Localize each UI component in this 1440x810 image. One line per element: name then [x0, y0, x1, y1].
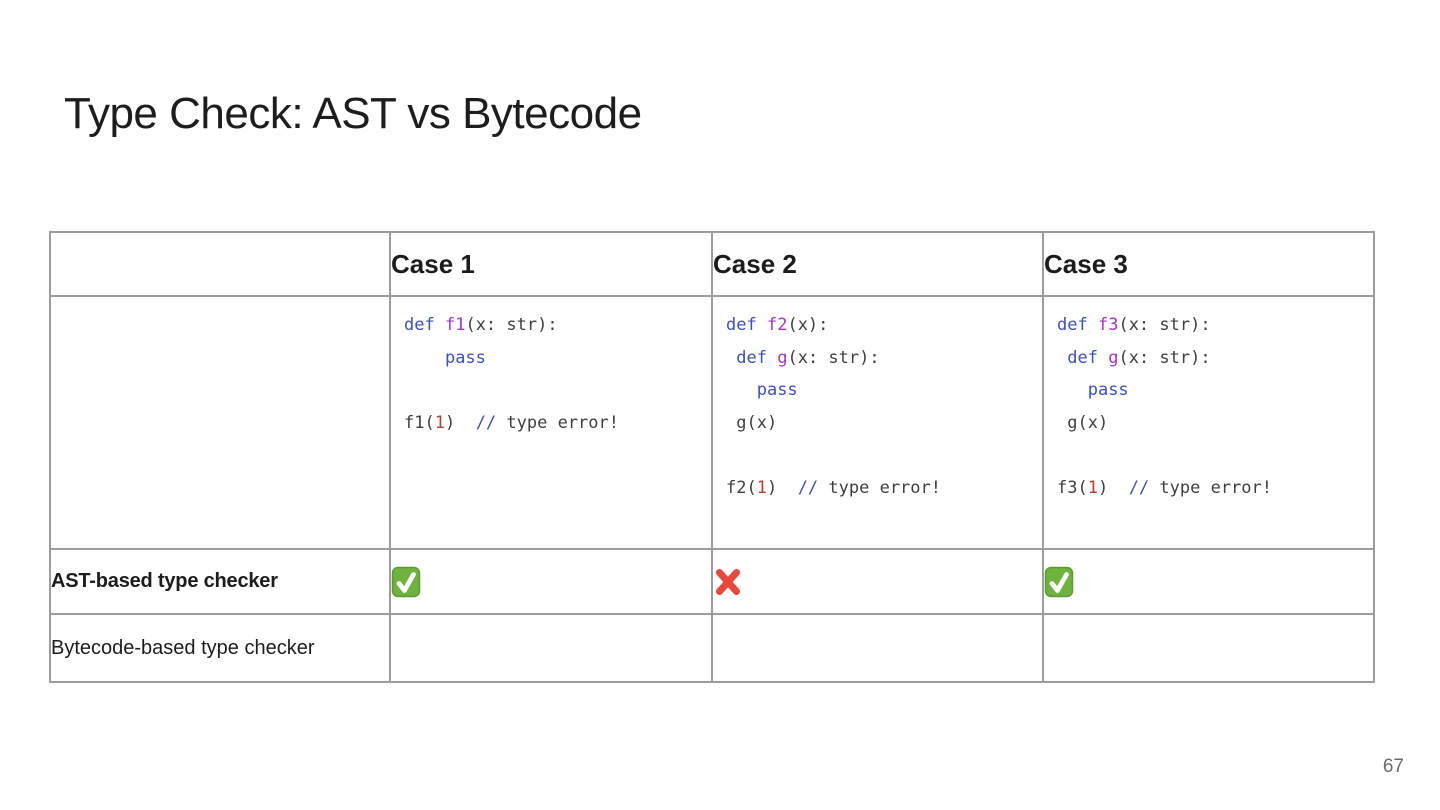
result-ast-case1 [389, 548, 713, 615]
cross-icon [716, 568, 740, 595]
page-number: 67 [1382, 756, 1404, 777]
code-samples-row: def f1(x: str): pass f1(1) // type error… [49, 295, 1375, 550]
table-header-row: Case 1 Case 2 Case 3 [49, 231, 1375, 297]
header-cell-case3: Case 3 [1042, 231, 1375, 297]
result-bytecode-case1 [389, 613, 713, 683]
row-label-bytecode-checker: Bytecode-based type checker [49, 613, 391, 683]
code-cell-case2: def f2(x): def g(x: str): pass g(x) f2(1… [711, 295, 1044, 550]
bytecode-checker-row: Bytecode-based type checker [49, 613, 1375, 683]
check-icon [391, 566, 421, 597]
comparison-table: Case 1 Case 2 Case 3 def f1(x: str): pas… [49, 231, 1375, 683]
code-block-case1: def f1(x: str): pass f1(1) // type error… [404, 315, 619, 433]
code-block-case3: def f3(x: str): def g(x: str): pass g(x)… [1057, 315, 1272, 498]
row-label-ast-checker: AST-based type checker [49, 548, 391, 615]
header-cell-case1: Case 1 [389, 231, 713, 297]
result-ast-case2 [711, 548, 1044, 615]
code-row-empty-cell [49, 295, 391, 550]
slide-title: Type Check: AST vs Bytecode [64, 89, 642, 138]
code-cell-case3: def f3(x: str): def g(x: str): pass g(x)… [1042, 295, 1375, 550]
code-cell-case1: def f1(x: str): pass f1(1) // type error… [389, 295, 713, 550]
ast-checker-row: AST-based type checker [49, 548, 1375, 615]
result-bytecode-case2 [711, 613, 1044, 683]
header-cell-empty [49, 231, 391, 297]
header-cell-case2: Case 2 [711, 231, 1044, 297]
code-block-case2: def f2(x): def g(x: str): pass g(x) f2(1… [726, 315, 941, 498]
result-bytecode-case3 [1042, 613, 1375, 683]
result-ast-case3 [1042, 548, 1375, 615]
check-icon [1044, 566, 1074, 597]
